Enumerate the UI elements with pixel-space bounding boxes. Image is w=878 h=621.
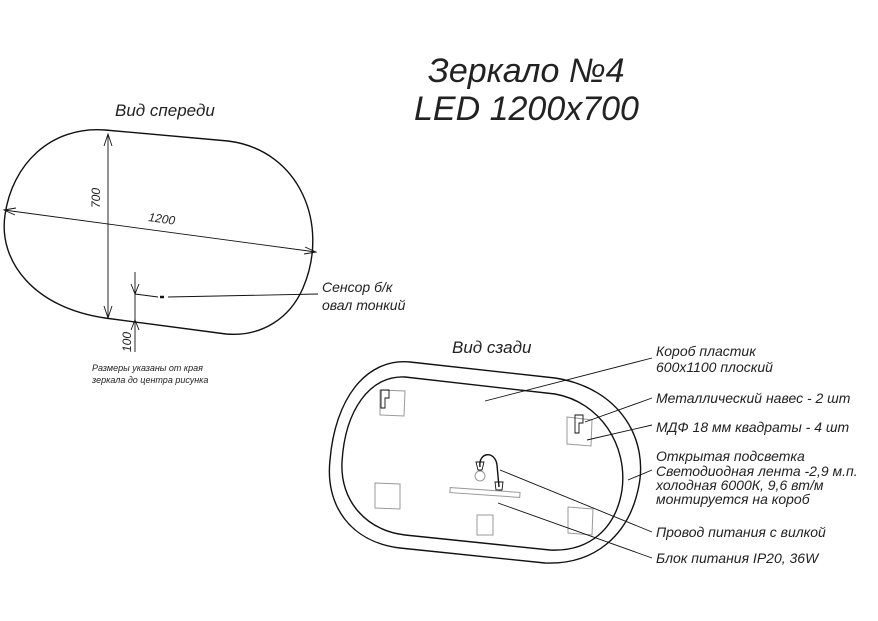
plug-icon bbox=[475, 461, 504, 491]
sensor-label-1: Сенсор б/к bbox=[322, 279, 394, 295]
callout-led-1: Открытая подсветка bbox=[656, 448, 805, 464]
callout-cable: Провод питания с вилкой bbox=[656, 524, 826, 540]
sensor-leader bbox=[167, 293, 319, 298]
front-mirror-outline bbox=[3, 129, 314, 335]
dim-1200-label: 1200 bbox=[148, 210, 177, 228]
back-view-label: Вид сзади bbox=[452, 338, 532, 357]
callout-leaders bbox=[484, 357, 653, 559]
callout-mdf: МДФ 18 мм квадраты - 4 шт bbox=[656, 419, 849, 435]
sensor-block-icon bbox=[476, 514, 494, 536]
mdf-squares bbox=[374, 389, 594, 536]
front-view: Вид спереди 700 1200 100 Сенсор б/к овал… bbox=[2, 101, 406, 385]
front-view-label: Вид спереди bbox=[115, 101, 215, 120]
note-line-1: Размеры указаны от края bbox=[92, 363, 203, 373]
back-mirror-outline bbox=[328, 361, 642, 564]
power-supply-icon bbox=[449, 487, 521, 498]
title-line1: Зеркало №4 bbox=[428, 52, 625, 90]
callout-led-3: холодная 6000К, 9,6 вт/м bbox=[655, 477, 824, 493]
note-line-2: зеркала до центра рисунка bbox=[91, 375, 208, 385]
callout-led-2: Светодиодная лента -2,9 м.п. bbox=[656, 463, 858, 479]
plastic-box-outline bbox=[341, 376, 624, 551]
back-view: Вид сзади Короб пластик 600x1100 плоский… bbox=[328, 338, 858, 566]
dim-700-label: 700 bbox=[89, 188, 103, 208]
callout-led-4: монтируется на короб bbox=[656, 491, 811, 507]
sensor-label-2: овал тонкий bbox=[322, 297, 406, 313]
dimension-sensor: 100 bbox=[120, 272, 159, 352]
title-line2: LED 1200x700 bbox=[414, 90, 639, 128]
power-cable-icon bbox=[479, 454, 500, 488]
dimension-width: 1200 bbox=[2, 207, 318, 255]
dimension-height: 700 bbox=[89, 132, 113, 320]
dim-100-label: 100 bbox=[120, 332, 134, 352]
metal-hangers bbox=[380, 389, 584, 434]
bulb-icon bbox=[474, 470, 486, 482]
callout-box-1: Короб пластик bbox=[656, 343, 757, 359]
callout-psu: Блок питания IP20, 36W bbox=[656, 550, 820, 566]
callout-box-2: 600x1100 плоский bbox=[656, 359, 773, 375]
callout-hanger: Металлический навес - 2 шт bbox=[656, 390, 851, 406]
